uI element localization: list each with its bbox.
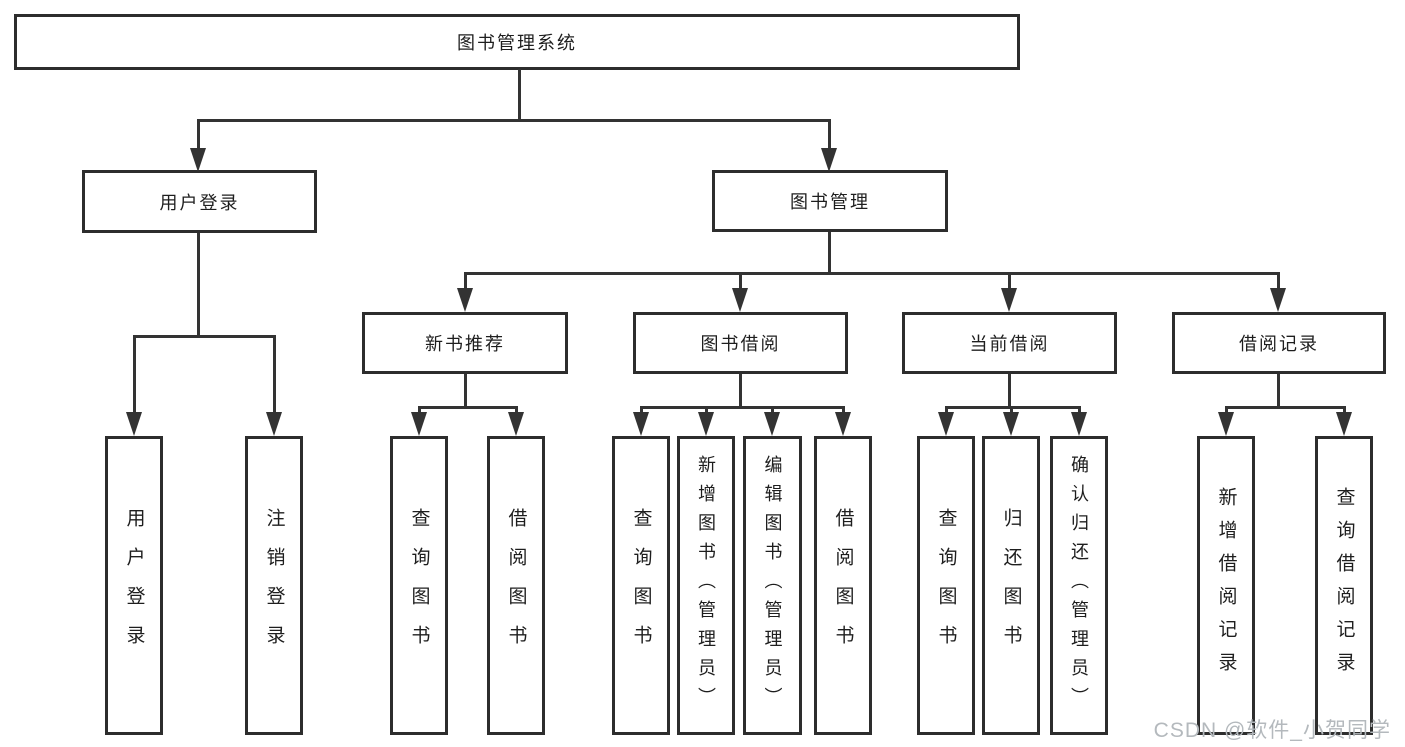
arrow-down-icon <box>457 288 473 312</box>
node-book-management: 图书管理 <box>712 170 948 232</box>
arrow-down-icon <box>508 412 524 436</box>
connector-line <box>464 272 1280 275</box>
node-user-login: 用户登录 <box>82 170 317 233</box>
connector-line <box>842 406 845 414</box>
leaf-return-book-label: 归还图书 <box>1000 507 1022 664</box>
leaf-query-book-2: 查询图书 <box>612 436 670 735</box>
leaf-query-book-2-label: 查询图书 <box>630 507 652 664</box>
connector-line <box>1277 374 1280 406</box>
arrow-down-icon <box>732 288 748 312</box>
node-book-management-label: 图书管理 <box>790 192 870 212</box>
leaf-logout-label: 注销登录 <box>263 507 285 664</box>
connector-line <box>197 119 831 122</box>
arrow-down-icon <box>835 412 851 436</box>
connector-line <box>1008 374 1011 406</box>
leaf-query-book-3: 查询图书 <box>917 436 975 735</box>
node-current-borrow-label: 当前借阅 <box>969 334 1050 354</box>
arrow-down-icon <box>1071 412 1087 436</box>
arrow-down-icon <box>1001 288 1017 312</box>
connector-line <box>515 406 518 414</box>
arrow-down-icon <box>938 412 954 436</box>
connector-line <box>828 232 831 274</box>
connector-line <box>518 69 521 119</box>
connector-line <box>197 119 200 149</box>
connector-line <box>705 406 708 414</box>
leaf-borrow-book-2: 借阅图书 <box>814 436 872 735</box>
leaf-add-borrow-record: 新增借阅记录 <box>1197 436 1255 735</box>
connector-line <box>1008 272 1011 290</box>
leaf-query-borrow-record-label: 查询借阅记录 <box>1333 486 1355 685</box>
arrow-down-icon <box>190 148 206 172</box>
connector-line <box>133 335 136 413</box>
leaf-add-book-admin-label: 新增图书（管理员） <box>696 455 716 716</box>
watermark: CSDN @软件_小贺同学 <box>1153 719 1391 742</box>
node-borrow-record: 借阅记录 <box>1172 312 1386 374</box>
arrow-down-icon <box>764 412 780 436</box>
connector-line <box>1225 406 1228 414</box>
arrow-down-icon <box>821 148 837 172</box>
connector-line <box>1010 406 1013 414</box>
node-borrow-record-label: 借阅记录 <box>1239 334 1319 354</box>
connector-line <box>1078 406 1081 414</box>
arrow-down-icon <box>266 412 282 436</box>
node-user-login-label: 用户登录 <box>159 192 240 213</box>
connector-line <box>828 119 831 149</box>
arrow-down-icon <box>126 412 142 436</box>
leaf-query-book-1: 查询图书 <box>390 436 448 735</box>
leaf-user-login: 用户登录 <box>105 436 163 735</box>
arrow-down-icon <box>1218 412 1234 436</box>
leaf-edit-book-admin: 编辑图书（管理员） <box>743 436 802 735</box>
leaf-user-login-label: 用户登录 <box>123 507 145 664</box>
leaf-confirm-return-admin-label: 确认归还（管理员） <box>1069 455 1089 716</box>
connector-line <box>739 374 742 406</box>
connector-line <box>640 406 844 409</box>
node-root-label: 图书管理系统 <box>457 33 577 53</box>
connector-line <box>771 406 774 414</box>
connector-line <box>945 406 948 414</box>
node-current-borrow: 当前借阅 <box>902 312 1117 374</box>
node-book-borrow: 图书借阅 <box>633 312 848 374</box>
node-book-borrow-label: 图书借阅 <box>700 334 781 354</box>
node-new-book-recommend-label: 新书推荐 <box>425 334 505 354</box>
arrow-down-icon <box>1336 412 1352 436</box>
connector-line <box>1277 272 1280 290</box>
arrow-down-icon <box>698 412 714 436</box>
connector-line <box>197 233 200 335</box>
connector-line <box>739 272 742 290</box>
leaf-return-book: 归还图书 <box>982 436 1040 735</box>
connector-line <box>133 335 275 338</box>
connector-line <box>1343 406 1346 414</box>
leaf-query-book-3-label: 查询图书 <box>935 507 957 664</box>
leaf-query-borrow-record: 查询借阅记录 <box>1315 436 1373 735</box>
connector-line <box>464 374 467 406</box>
connector-line <box>418 406 517 409</box>
leaf-borrow-book-2-label: 借阅图书 <box>832 507 854 664</box>
leaf-confirm-return-admin: 确认归还（管理员） <box>1050 436 1108 735</box>
arrow-down-icon <box>411 412 427 436</box>
connector-line <box>418 406 421 414</box>
arrow-down-icon <box>1003 412 1019 436</box>
connector-line <box>273 335 276 413</box>
leaf-add-borrow-record-label: 新增借阅记录 <box>1215 486 1237 685</box>
node-new-book-recommend: 新书推荐 <box>362 312 568 374</box>
leaf-borrow-book-1-label: 借阅图书 <box>505 507 527 664</box>
leaf-add-book-admin: 新增图书（管理员） <box>677 436 735 735</box>
connector-line <box>1225 406 1345 409</box>
node-root: 图书管理系统 <box>14 14 1020 70</box>
leaf-borrow-book-1: 借阅图书 <box>487 436 545 735</box>
connector-line <box>464 272 467 290</box>
arrow-down-icon <box>633 412 649 436</box>
leaf-logout: 注销登录 <box>245 436 303 735</box>
leaf-edit-book-admin-label: 编辑图书（管理员） <box>762 455 783 716</box>
leaf-query-book-1-label: 查询图书 <box>408 507 430 664</box>
connector-line <box>640 406 643 414</box>
arrow-down-icon <box>1270 288 1286 312</box>
